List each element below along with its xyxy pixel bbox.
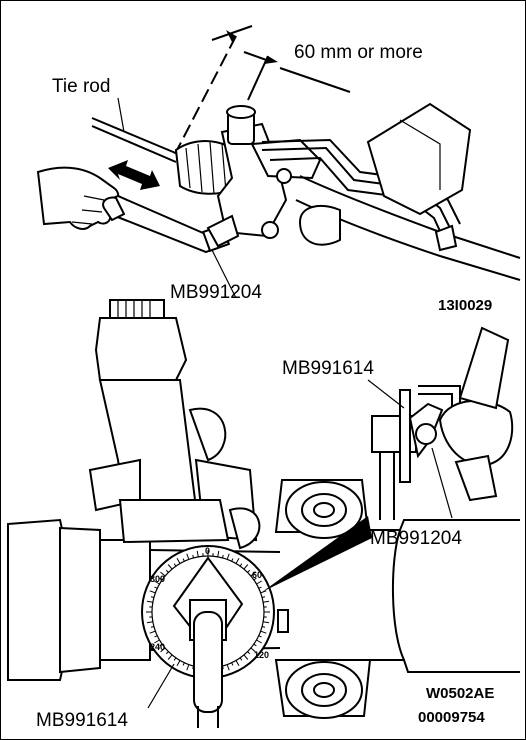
dial-tick bbox=[247, 651, 251, 655]
dial-tick bbox=[226, 664, 230, 671]
top-diagram: 60 mm or more Tie rod MB991204 13I0029 bbox=[36, 25, 521, 314]
dial-tick bbox=[186, 664, 190, 671]
dial-tick bbox=[256, 639, 262, 644]
dial-tick bbox=[176, 660, 181, 666]
dial-tick bbox=[149, 590, 156, 594]
inset-detail bbox=[371, 326, 514, 520]
tool-top-label: MB991614 bbox=[282, 358, 374, 379]
dial-tick bbox=[167, 654, 173, 660]
dial-tick bbox=[154, 586, 158, 589]
dimension-marker bbox=[174, 25, 351, 155]
dial-tick bbox=[154, 580, 160, 585]
dimension-label: 60 mm or more bbox=[294, 42, 423, 63]
dial-number-60: 60 bbox=[252, 570, 262, 580]
dial-tick bbox=[231, 558, 234, 562]
dial-ticks bbox=[146, 550, 270, 674]
dial-tick bbox=[165, 569, 169, 573]
dial-tick bbox=[258, 586, 262, 589]
dial-tick bbox=[256, 580, 262, 585]
dial-tick bbox=[146, 621, 153, 624]
dial-tick bbox=[261, 626, 266, 628]
dial-tick bbox=[263, 621, 270, 624]
figure-code-line1: W0502AE bbox=[426, 685, 494, 702]
dial-tick bbox=[159, 577, 163, 581]
dial-tick bbox=[173, 657, 177, 661]
dial-tick bbox=[217, 550, 220, 557]
dial-tick bbox=[253, 643, 257, 647]
dial-tick bbox=[260, 590, 267, 594]
dial-tick bbox=[160, 571, 166, 577]
dial-tick bbox=[182, 558, 185, 562]
dial-tick bbox=[146, 600, 153, 603]
tool-label: MB991204 bbox=[170, 282, 262, 303]
mounting-bushing-upper bbox=[274, 479, 370, 539]
mounting-bushing-lower bbox=[274, 659, 372, 719]
tool-leader-line bbox=[211, 249, 237, 299]
dial-tick bbox=[165, 651, 169, 655]
dial-tick bbox=[239, 563, 243, 567]
dial-tick bbox=[192, 554, 194, 559]
dial-tick bbox=[150, 596, 155, 598]
tool-right-label: MB991204 bbox=[370, 528, 462, 549]
figure-code: 13I0029 bbox=[438, 297, 492, 314]
dial-tick bbox=[250, 647, 256, 653]
dial-tick bbox=[239, 657, 243, 661]
dial-tick bbox=[235, 558, 240, 564]
tie-rod bbox=[91, 97, 179, 163]
tie-rod-label: Tie rod bbox=[52, 76, 110, 97]
dial-tick bbox=[235, 660, 240, 666]
dial-tick bbox=[176, 558, 181, 564]
dial-tick bbox=[154, 635, 158, 638]
dial-tick bbox=[160, 647, 166, 653]
torque-wrench bbox=[102, 194, 231, 254]
bottom-diagram: 0 60 120 180 240 300 bbox=[7, 299, 520, 731]
leader-bottom bbox=[147, 663, 175, 709]
dial-tick bbox=[250, 571, 256, 577]
dial-tick bbox=[231, 662, 234, 666]
dial-number-240: 240 bbox=[150, 642, 165, 652]
dial-tick bbox=[196, 550, 199, 557]
dial-tick bbox=[186, 553, 190, 560]
dial-tick bbox=[154, 639, 160, 644]
dial-number-300: 300 bbox=[150, 574, 165, 584]
dial-tick bbox=[149, 630, 156, 634]
rack-housing bbox=[7, 518, 520, 681]
dial-gauge: 0 60 120 180 240 300 bbox=[141, 545, 275, 728]
detail-pointer bbox=[262, 516, 372, 592]
dial-number-120: 120 bbox=[254, 650, 269, 660]
dial-tick bbox=[173, 563, 177, 567]
dial-tick bbox=[243, 564, 249, 570]
dial-tick bbox=[258, 635, 262, 638]
movement-arrow-icon bbox=[108, 160, 160, 190]
dial-tick bbox=[253, 577, 257, 581]
figure-code-line2: 00009754 bbox=[418, 709, 485, 726]
dial-tick bbox=[260, 630, 267, 634]
dial-tick bbox=[159, 643, 163, 647]
dial-tick bbox=[182, 662, 185, 666]
dial-tick bbox=[263, 600, 270, 603]
steering-gear-assembly bbox=[174, 102, 521, 281]
dial-number-0: 0 bbox=[205, 546, 210, 556]
dial-tick bbox=[226, 553, 230, 560]
dial-tick bbox=[261, 596, 266, 598]
leader-right bbox=[431, 447, 453, 519]
dial-tick bbox=[222, 554, 224, 559]
pinion-housing bbox=[88, 299, 261, 550]
dial-tick bbox=[150, 626, 155, 628]
dial-tick bbox=[167, 564, 173, 570]
dial-tick bbox=[247, 569, 251, 573]
dial-tick bbox=[243, 654, 249, 660]
tool-bottom-label: MB991614 bbox=[36, 710, 128, 731]
leader-top bbox=[367, 379, 405, 409]
